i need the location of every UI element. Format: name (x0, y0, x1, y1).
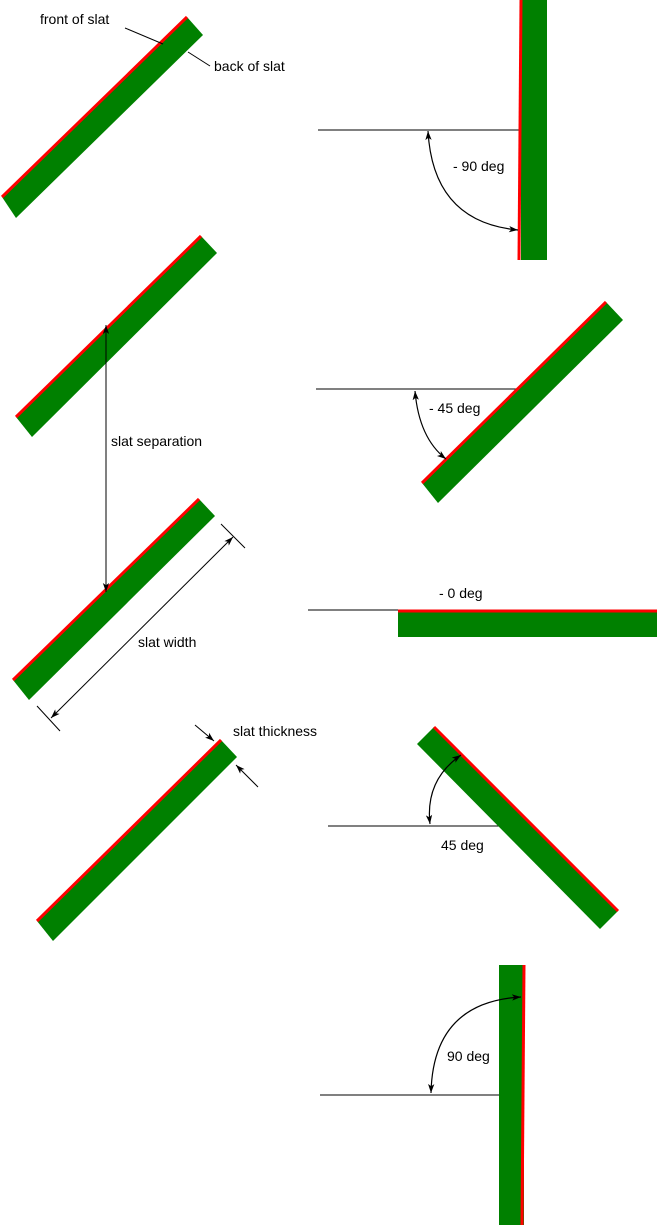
back-of-slat-leader (187, 51, 211, 67)
slat-width-arrow (50, 536, 234, 719)
angle-label-0: - 0 deg (439, 585, 483, 601)
angle-arc-minus-45 (412, 390, 447, 460)
slat-90 (499, 964, 526, 1225)
angle-arc-minus-90 (425, 130, 519, 233)
slat-separation-label: slat separation (111, 433, 202, 449)
angle-label-90: 90 deg (447, 1048, 490, 1064)
slat-thickness-arrow-top (194, 724, 215, 742)
slat-width-extension-bottom (36, 705, 61, 732)
slat-upper-middle-left (14, 234, 217, 437)
slat-top-left (0, 15, 203, 218)
slat-bottom-left (35, 738, 237, 941)
slat-45 (417, 725, 620, 929)
slat-thickness-label: slat thickness (233, 723, 317, 739)
front-of-slat-leader (124, 27, 164, 45)
slat-width-extension-top (220, 523, 246, 549)
slat-lower-middle-left (11, 497, 215, 700)
angle-arc-45 (425, 754, 462, 825)
slat-0 (398, 609, 657, 637)
angle-label-minus-90: - 90 deg (453, 158, 504, 174)
angle-label-45: 45 deg (441, 837, 484, 853)
slat-minus-45 (420, 300, 623, 503)
slat-thickness-arrow-bottom (235, 764, 259, 788)
angle-arc-90 (428, 994, 522, 1094)
slat-minus-90 (517, 0, 547, 261)
front-of-slat-label: front of slat (40, 11, 109, 27)
slat-width-label: slat width (138, 634, 196, 650)
angle-label-minus-45: - 45 deg (429, 400, 480, 416)
back-of-slat-label: back of slat (214, 58, 285, 74)
